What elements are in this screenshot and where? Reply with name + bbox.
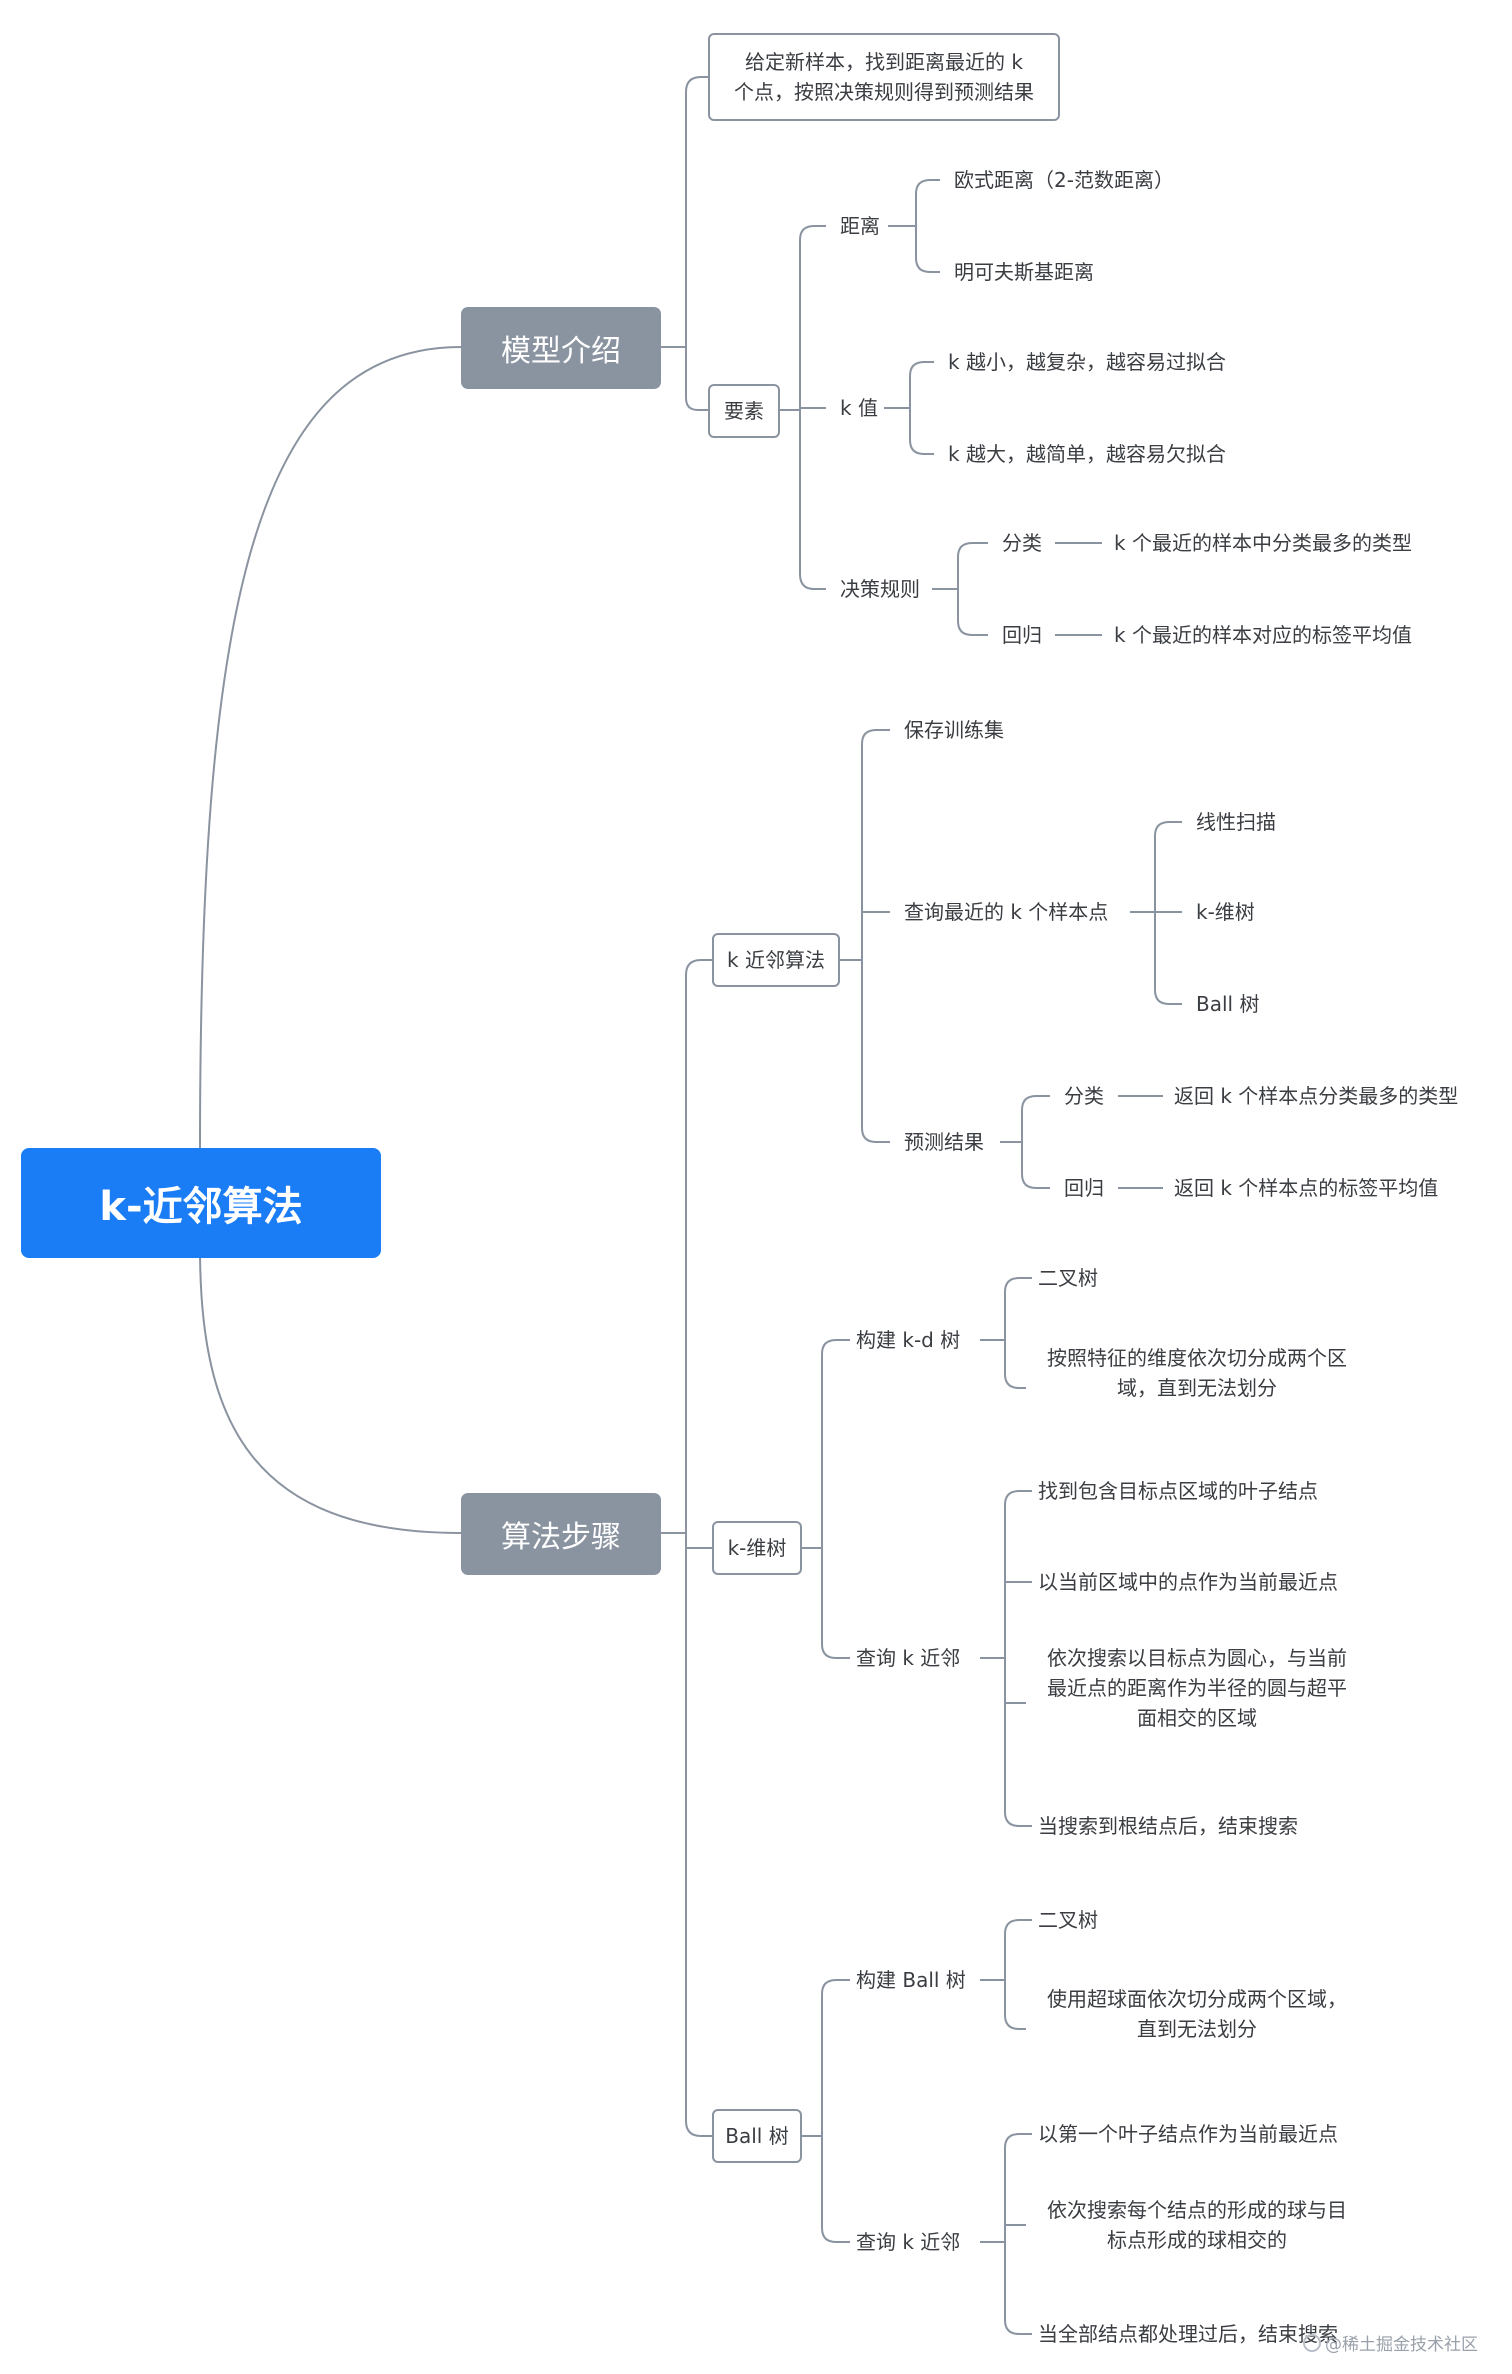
connector bbox=[1004, 2319, 1032, 2335]
node-k-small[interactable]: k 越小，越复杂，越容易过拟合 bbox=[942, 347, 1232, 377]
connector bbox=[1004, 1373, 1032, 1389]
node-kd-query-step4[interactable]: 当搜索到根结点后，结束搜索 bbox=[1032, 1811, 1304, 1841]
node-k-large[interactable]: k 越大，越简单，越容易欠拟合 bbox=[942, 439, 1232, 469]
connector bbox=[861, 1127, 890, 1143]
connector bbox=[909, 361, 934, 377]
node-linear-scan[interactable]: 线性扫描 bbox=[1190, 807, 1282, 837]
node-save-training-set[interactable]: 保存训练集 bbox=[898, 715, 1010, 745]
node-build-kd-tree[interactable]: 构建 k-d 树 bbox=[850, 1325, 967, 1355]
connector bbox=[909, 439, 934, 455]
node-ball-query-step2[interactable]: 依次搜索每个结点的形成的球与目 标点形成的球相交的 bbox=[1026, 2195, 1368, 2255]
connector bbox=[199, 1247, 462, 1534]
connector bbox=[799, 225, 826, 241]
root-node[interactable]: k-近邻算法 bbox=[21, 1148, 381, 1258]
node-kd-query[interactable]: 查询 k 近邻 bbox=[850, 1643, 967, 1673]
watermark-text: @稀土掘金技术社区 bbox=[1325, 2335, 1478, 2355]
node-ball-split[interactable]: 使用超球面依次切分成两个区域， 直到无法划分 bbox=[1026, 1984, 1368, 2044]
node-kd-split[interactable]: 按照特征的维度依次切分成两个区 域，直到无法划分 bbox=[1026, 1343, 1368, 1403]
node-ball-binary-tree[interactable]: 二叉树 bbox=[1032, 1905, 1104, 1935]
connector bbox=[1021, 1173, 1050, 1189]
connector bbox=[957, 542, 988, 558]
connector bbox=[685, 397, 708, 411]
node-elements[interactable]: 要素 bbox=[708, 384, 780, 438]
connector bbox=[1004, 1490, 1032, 1506]
connector bbox=[821, 1339, 850, 1355]
node-distance[interactable]: 距离 bbox=[834, 211, 886, 241]
node-build-ball-tree[interactable]: 构建 Ball 树 bbox=[850, 1965, 972, 1995]
watermark: @稀土掘金技术社区 bbox=[1303, 2330, 1478, 2355]
connector bbox=[685, 2120, 712, 2137]
node-ball-query-step3[interactable]: 当全部结点都处理过后，结束搜索 bbox=[1032, 2319, 1344, 2349]
node-distance-euclid[interactable]: 欧式距离（2-范数距离） bbox=[948, 165, 1180, 195]
node-k-value[interactable]: k 值 bbox=[834, 393, 884, 423]
node-predict-classify-desc[interactable]: 返回 k 个样本点分类最多的类型 bbox=[1168, 1081, 1465, 1111]
connector bbox=[1004, 1811, 1032, 1827]
node-kd-binary-tree[interactable]: 二叉树 bbox=[1032, 1263, 1104, 1293]
node-ball-query-step1[interactable]: 以第一个叶子结点作为当前最近点 bbox=[1032, 2119, 1344, 2149]
node-rule-regress-desc[interactable]: k 个最近的样本对应的标签平均值 bbox=[1108, 620, 1418, 650]
connector bbox=[199, 346, 462, 1149]
node-rule-regress[interactable]: 回归 bbox=[996, 620, 1048, 650]
node-kd-query-step3[interactable]: 依次搜索以目标点为圆心，与当前 最近点的距离作为半径的圆与超平 面相交的区域 bbox=[1026, 1643, 1368, 1733]
connector bbox=[957, 620, 988, 636]
node-kd-tree[interactable]: k-维树 bbox=[712, 1521, 802, 1575]
node-algorithm-steps[interactable]: 算法步骤 bbox=[461, 1493, 661, 1575]
node-ball-query[interactable]: 查询 k 近邻 bbox=[850, 2227, 967, 2257]
node-predict-regress-desc[interactable]: 返回 k 个样本点的标签平均值 bbox=[1168, 1173, 1445, 1203]
connector bbox=[1154, 989, 1182, 1005]
connector bbox=[799, 573, 826, 590]
connector bbox=[1154, 821, 1182, 837]
connector bbox=[685, 959, 712, 976]
connector bbox=[685, 76, 708, 93]
connector bbox=[821, 2227, 850, 2243]
watermark-logo-icon bbox=[1303, 2334, 1321, 2352]
node-definition[interactable]: 给定新样本，找到距离最近的 k 个点，按照决策规则得到预测结果 bbox=[708, 33, 1060, 121]
connector bbox=[1021, 1095, 1050, 1111]
connector bbox=[1004, 2014, 1032, 2030]
connector bbox=[861, 729, 890, 745]
node-distance-minkowski[interactable]: 明可夫斯基距离 bbox=[948, 257, 1100, 287]
node-predict-regress[interactable]: 回归 bbox=[1058, 1173, 1110, 1203]
connector bbox=[821, 1979, 850, 1995]
node-kd-query-step1[interactable]: 找到包含目标点区域的叶子结点 bbox=[1032, 1476, 1324, 1506]
node-rule-classify[interactable]: 分类 bbox=[996, 528, 1048, 558]
node-kd-query-step2[interactable]: 以当前区域中的点作为当前最近点 bbox=[1032, 1567, 1344, 1597]
node-rule-classify-desc[interactable]: k 个最近的样本中分类最多的类型 bbox=[1108, 528, 1418, 558]
node-model-intro[interactable]: 模型介绍 bbox=[461, 307, 661, 389]
connector bbox=[1004, 1919, 1032, 1935]
node-predict-result[interactable]: 预测结果 bbox=[898, 1127, 990, 1157]
node-knn-algorithm[interactable]: k 近邻算法 bbox=[712, 933, 840, 987]
connector bbox=[1004, 1277, 1032, 1293]
node-ball-tree[interactable]: Ball 树 bbox=[712, 2109, 802, 2163]
connector bbox=[1004, 2133, 1032, 2149]
connector bbox=[915, 179, 940, 195]
node-kd-tree-method[interactable]: k-维树 bbox=[1190, 897, 1261, 927]
connector bbox=[915, 257, 940, 273]
node-ball-tree-method[interactable]: Ball 树 bbox=[1190, 989, 1266, 1019]
node-predict-classify[interactable]: 分类 bbox=[1058, 1081, 1110, 1111]
node-query-k-nearest[interactable]: 查询最近的 k 个样本点 bbox=[898, 897, 1115, 927]
node-decision-rule[interactable]: 决策规则 bbox=[834, 574, 926, 604]
connector bbox=[821, 1643, 850, 1659]
